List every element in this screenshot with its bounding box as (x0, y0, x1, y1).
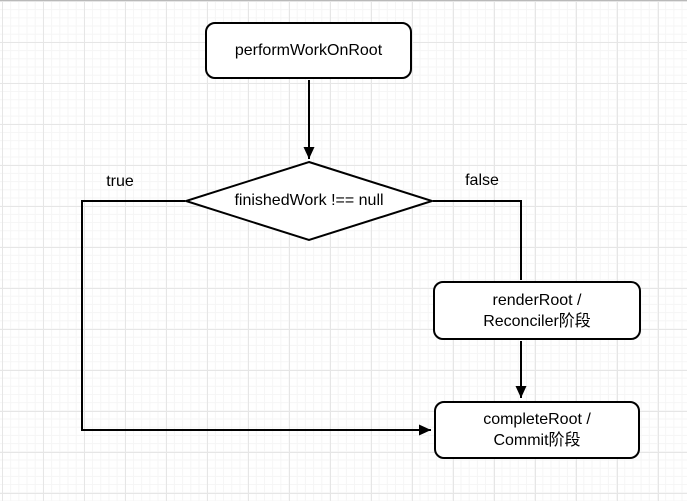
node-perform-work-on-root: performWorkOnRoot (205, 22, 412, 79)
node-render-label-line2: Reconciler阶段 (483, 312, 591, 330)
node-decision-label: finishedWork !== null (234, 192, 384, 209)
node-perform-label: performWorkOnRoot (234, 42, 383, 59)
node-complete-label-line2: Commit阶段 (493, 432, 581, 449)
node-render-label-line1: renderRoot / (492, 291, 582, 309)
edge-true-to-complete (81, 200, 431, 436)
node-render-root: renderRoot / Reconciler阶段 (433, 281, 641, 340)
edge-label-false: false (465, 172, 499, 189)
edge-label-true: true (106, 173, 134, 190)
edge-false-to-render (433, 200, 522, 280)
node-complete-label-line1: completeRoot / (483, 411, 591, 428)
node-complete-root: completeRoot / Commit阶段 (434, 401, 640, 459)
decision-diamond-shape (182, 160, 436, 242)
node-decision: finishedWork !== null (185, 161, 433, 241)
